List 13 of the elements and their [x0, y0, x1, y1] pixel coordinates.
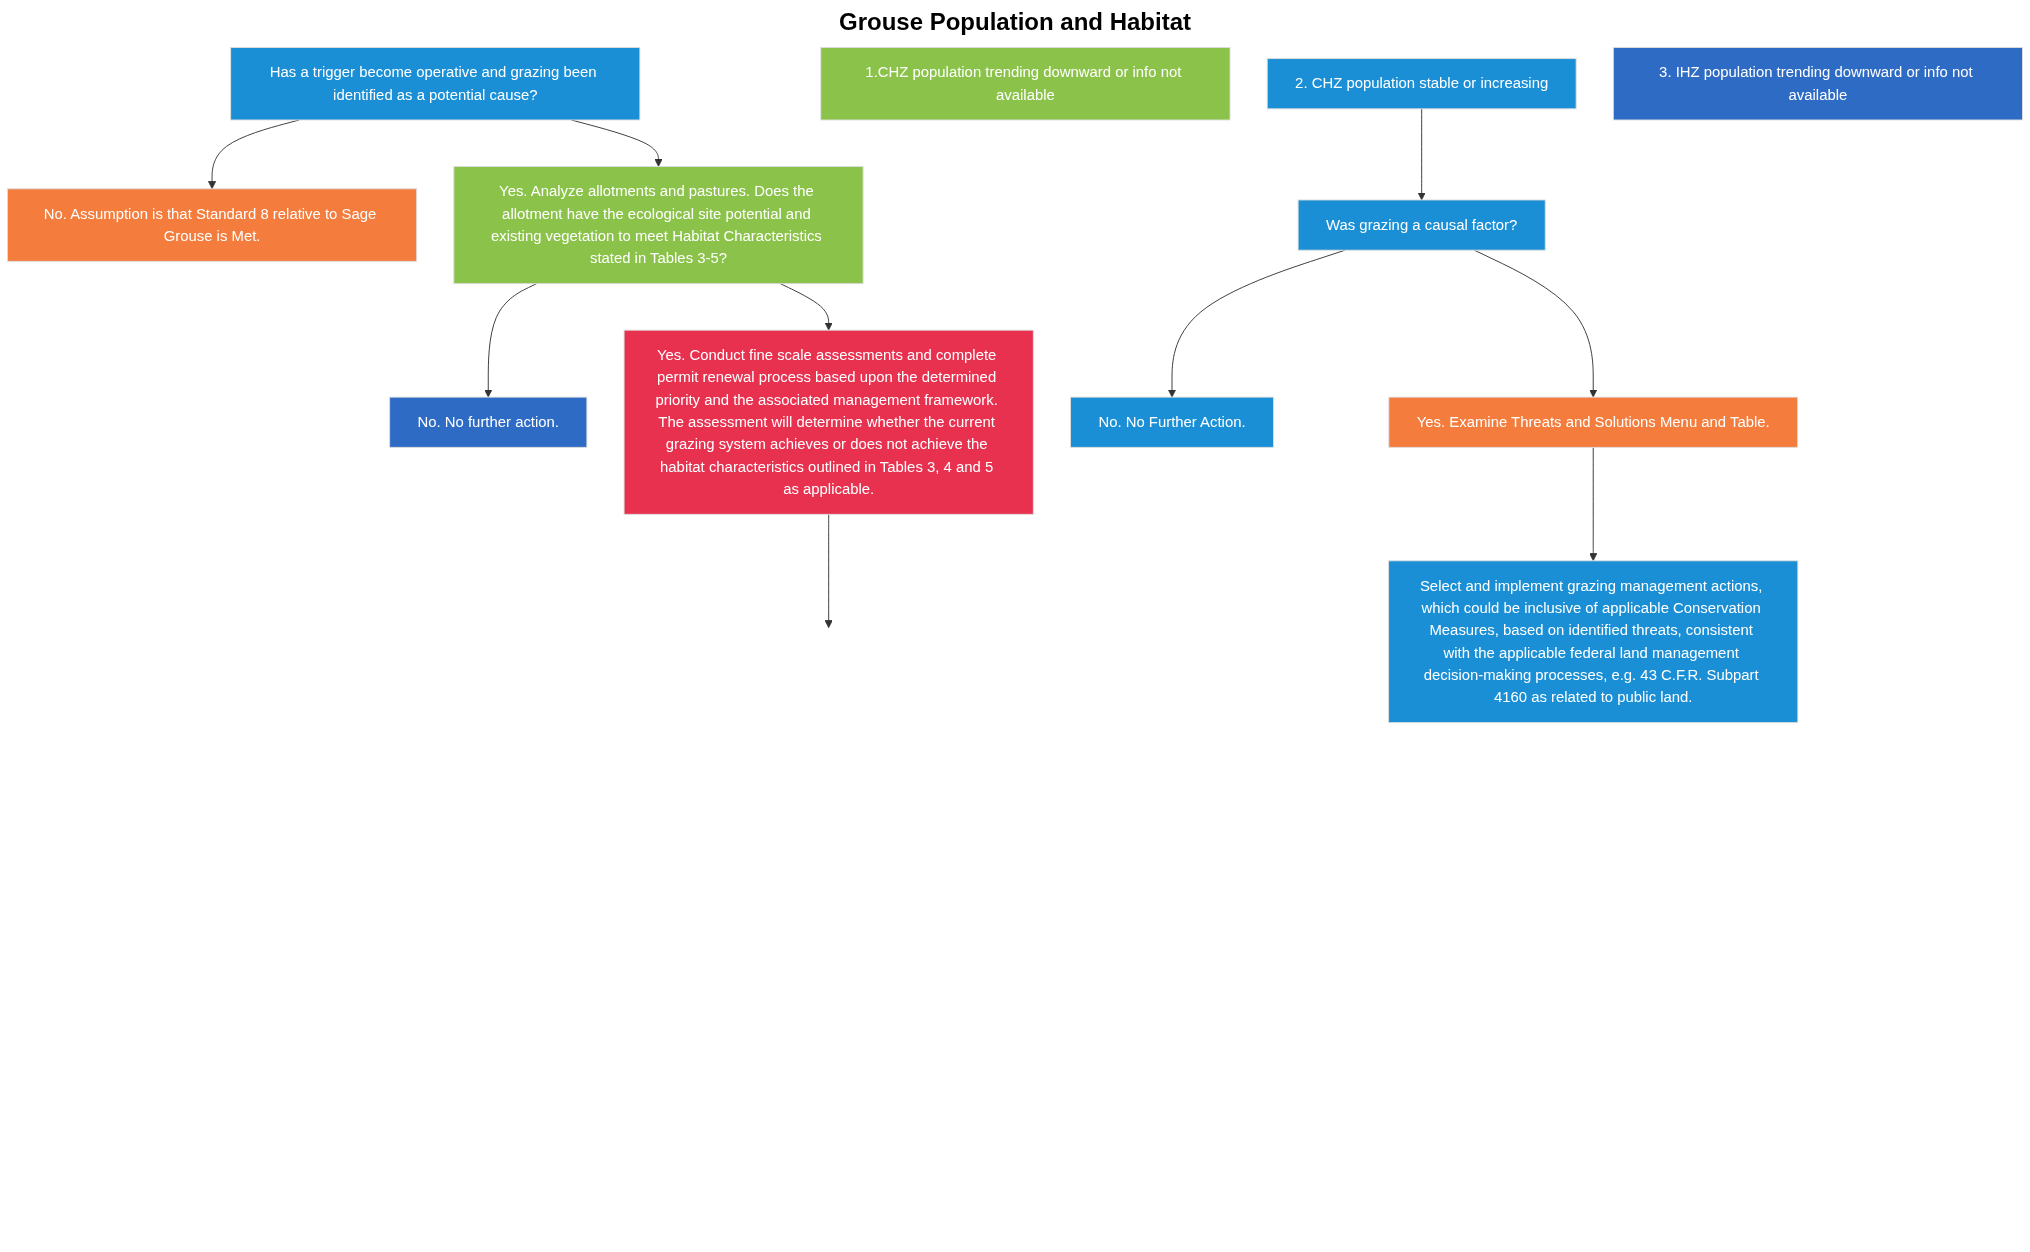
node-box: No. No Further Action.	[1070, 396, 1274, 448]
node-box: 1.CHZ population trending downward or info not available	[820, 46, 1231, 121]
node-box: No. Assumption is that Standard 8 relative to Sage Grouse is Met.	[7, 188, 418, 262]
node-box: Select and implement grazing management actions, which could be inclusive of applicable Conservation Measures, based on identified threats, consistent with the applicable federal land management decision-making processes, e.g. 43 C.F.R. Subpart 4160 as related to public land.	[1388, 560, 1799, 724]
node-box: No. No further action.	[389, 396, 588, 448]
diagram-title: Grouse Population and Habitat	[838, 8, 1192, 36]
node-box: Yes. Analyze allotments and pastures. Does the allotment have the ecological site potential and existing vegetation to meet Habitat Characteristics stated in Tables 3-5?	[453, 166, 864, 285]
node-box: Has a trigger become operative and grazing been identified as a potential cause?	[230, 46, 641, 121]
node-box: Yes. Examine Threats and Solutions Menu and Table.	[1388, 396, 1799, 448]
node-box: Yes. Conduct fine scale assessments and complete permit renewal process based upon the determined priority and the associated management framework. The assessment will determine whether the current grazing system achieves or does not achieve the habitat characteristics outlined in Tables 3, 4 and 5 as applicable.	[623, 329, 1034, 515]
node-box: 3. IHZ population trending downward or info not available	[1612, 46, 2023, 121]
node-box: 2. CHZ population stable or increasing	[1266, 58, 1577, 110]
node-box: Was grazing a causal factor?	[1297, 199, 1546, 251]
